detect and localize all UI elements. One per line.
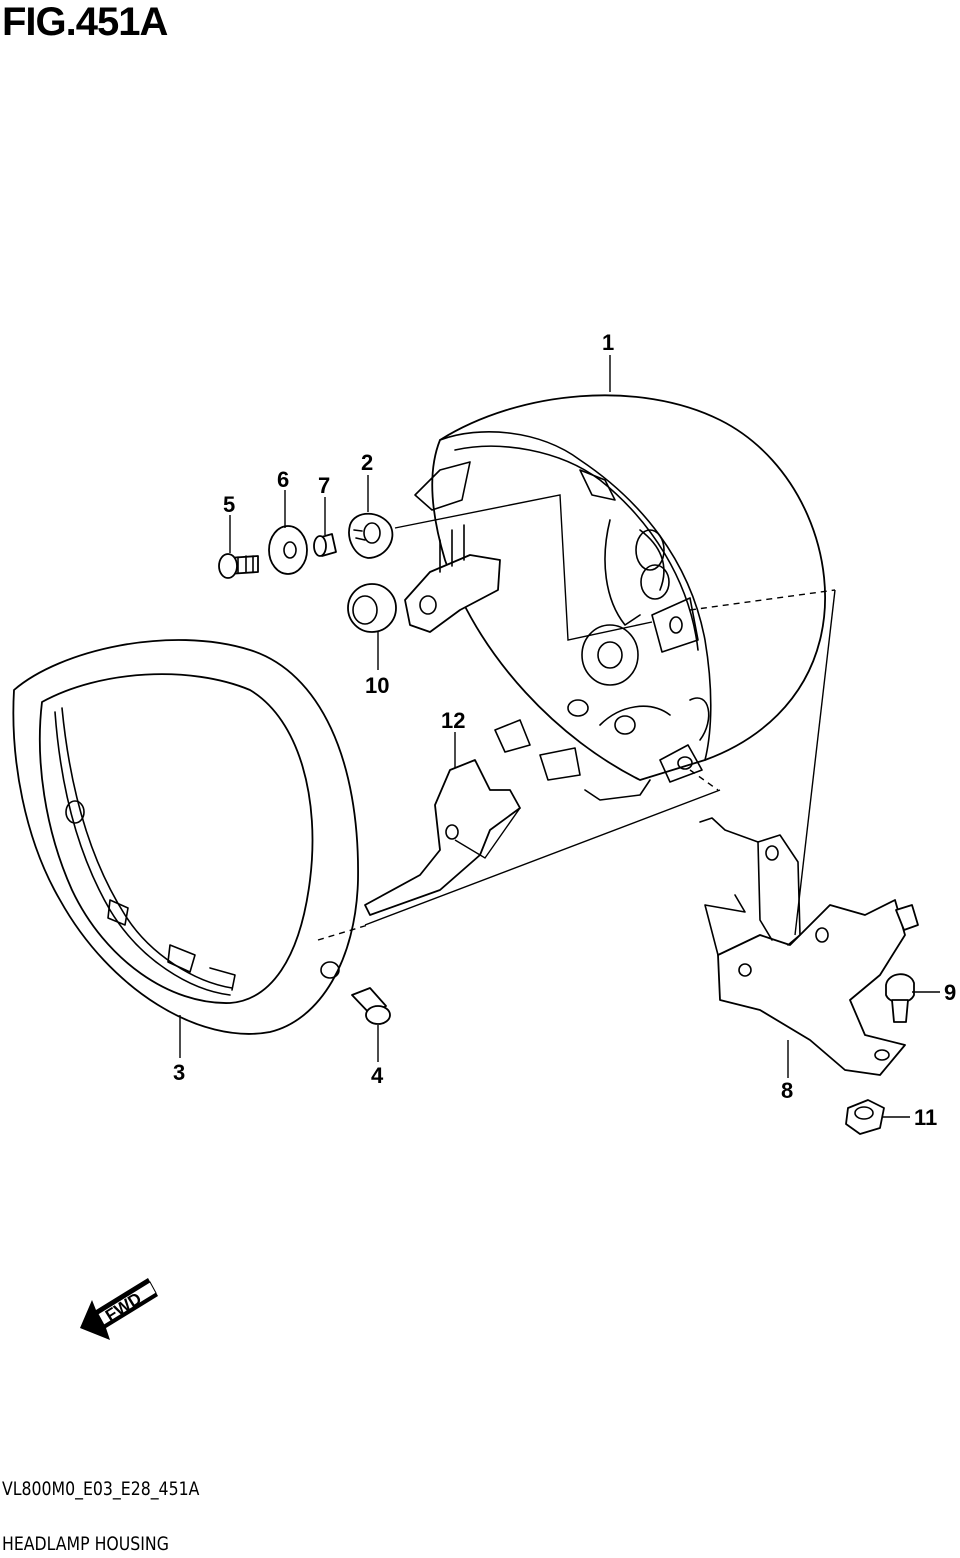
callout-11: 11 [914, 1105, 937, 1130]
figure-title: FIG.451A [2, 0, 168, 44]
bracket-bolt [885, 973, 915, 1023]
callout-6: 6 [277, 467, 289, 492]
callout-1: 1 [602, 330, 614, 355]
diagram-name: HEADLAMP HOUSING [2, 1533, 169, 1555]
lower-bracket-plate [364, 759, 521, 916]
rim-screw [351, 987, 391, 1025]
headlamp-rim [12, 639, 359, 1035]
mounting-bracket [699, 817, 919, 1076]
callout-8: 8 [781, 1078, 793, 1103]
callout-labels: 1 2 3 4 5 6 7 8 9 10 11 12 [173, 330, 956, 1130]
diagram-code: VL800M0_E03_E28_451A [2, 1478, 200, 1500]
callout-10: 10 [365, 673, 389, 698]
fwd-arrow-icon: FWD [80, 1278, 158, 1340]
grommet [348, 512, 394, 559]
bolt [218, 553, 259, 579]
callout-12: 12 [441, 708, 465, 733]
assembly-lines [317, 494, 836, 941]
collar [313, 533, 337, 557]
washer [268, 525, 308, 575]
flange-nut [845, 1099, 885, 1135]
callout-leaders [179, 355, 940, 1118]
grommet-ring [347, 583, 397, 633]
callout-9: 9 [944, 980, 956, 1005]
headlamp-housing-shell [404, 394, 826, 801]
callout-3: 3 [173, 1060, 185, 1085]
callout-4: 4 [371, 1063, 384, 1088]
callout-7: 7 [318, 473, 330, 498]
callout-2: 2 [361, 450, 373, 475]
callout-5: 5 [223, 492, 235, 517]
